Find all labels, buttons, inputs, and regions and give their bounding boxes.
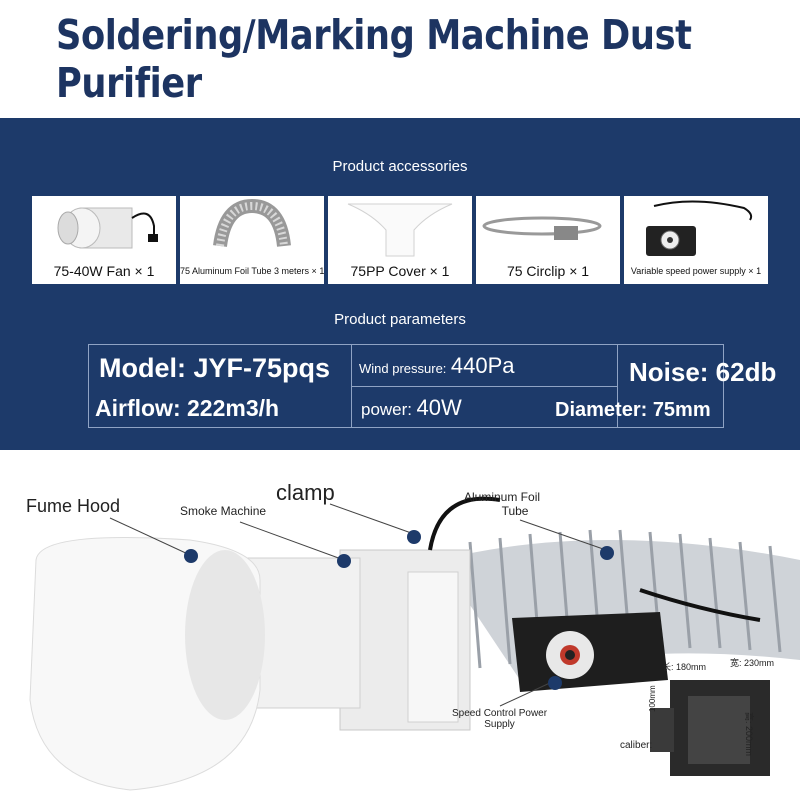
callout-marker (407, 530, 421, 544)
dimension-height: 高: 200mm (744, 712, 754, 757)
callout-marker (548, 676, 562, 690)
accessories-heading: Product accessories (332, 158, 468, 175)
assembly-illustration (29, 496, 800, 791)
parameters-heading: Product parameters (334, 311, 466, 328)
spec-panel (0, 118, 800, 450)
label-line: Aluminum Foil (464, 490, 541, 504)
dimension-caliber: caliber: (620, 740, 653, 751)
param-wind-pressure: Wind pressure: 440Pa (359, 353, 515, 379)
accessory-caption: 75 Aluminum Foil Tube 3 meters × 1 (180, 266, 324, 276)
foil-tube-icon (213, 198, 291, 248)
circlip-icon (482, 216, 602, 240)
callout-marker (184, 549, 198, 563)
accessory-caption: 75 Circlip × 1 (506, 263, 590, 279)
label-line: Supply (484, 719, 515, 730)
label-line: Speed Control Power (452, 708, 548, 719)
accessory-caption: 75-40W Fan × 1 (53, 263, 155, 279)
cover-icon (347, 203, 453, 257)
param-model: Model: JYF-75pqs (99, 353, 331, 383)
label-line: Tube (501, 504, 529, 518)
param-diameter: Diameter: 75mm (555, 399, 711, 421)
callout-marker (337, 554, 351, 568)
label-speed-control: Speed Control Power Supply (452, 708, 547, 730)
page-title: Soldering/Marking Machine Dust Purifier (56, 11, 692, 107)
accessories-row: 75-40W Fan × 1 75 Aluminum Foil Tube 3 m… (32, 196, 768, 286)
accessory-circlip: 75 Circlip × 1 (476, 196, 620, 284)
param-noise: Noise: 62db (629, 357, 777, 387)
accessory-fan: 75-40W Fan × 1 (32, 196, 176, 284)
param-label: Wind pressure: (359, 361, 447, 376)
param-value: 440Pa (450, 353, 515, 378)
table-divider (617, 345, 618, 427)
power-supply-icon (646, 200, 753, 256)
accessory-cover: 75PP Cover × 1 (328, 196, 472, 284)
fan-icon (57, 207, 158, 249)
label-smoke-machine: Smoke Machine (180, 504, 267, 518)
dimension-side: 100mm (648, 685, 657, 712)
param-label: power: (361, 400, 413, 419)
label-clamp: clamp (276, 480, 335, 505)
accessory-power-supply: Variable speed power supply × 1 (624, 196, 768, 284)
dimension-length: 长: 180mm (662, 662, 707, 672)
param-power: power: 40W (361, 395, 462, 421)
accessory-foil-tube: 75 Aluminum Foil Tube 3 meters × 1 (180, 196, 324, 284)
accessory-caption: Variable speed power supply × 1 (630, 266, 762, 276)
table-divider (351, 386, 617, 387)
dimension-width: 宽: 230mm (730, 658, 775, 668)
param-airflow: Airflow: 222m3/h (95, 395, 280, 421)
label-fume-hood: Fume Hood (26, 496, 121, 516)
parameters-table: Model: JYF-75pqs Airflow: 222m3/h Wind p… (88, 344, 776, 428)
callout-marker (600, 546, 614, 560)
label-foil-tube: Aluminum Foil Tube (464, 490, 540, 518)
product-photo: Fume Hood Smoke Machine clamp Aluminum F… (0, 450, 800, 800)
param-value: 40W (416, 395, 462, 420)
accessory-caption: 75PP Cover × 1 (350, 263, 450, 279)
